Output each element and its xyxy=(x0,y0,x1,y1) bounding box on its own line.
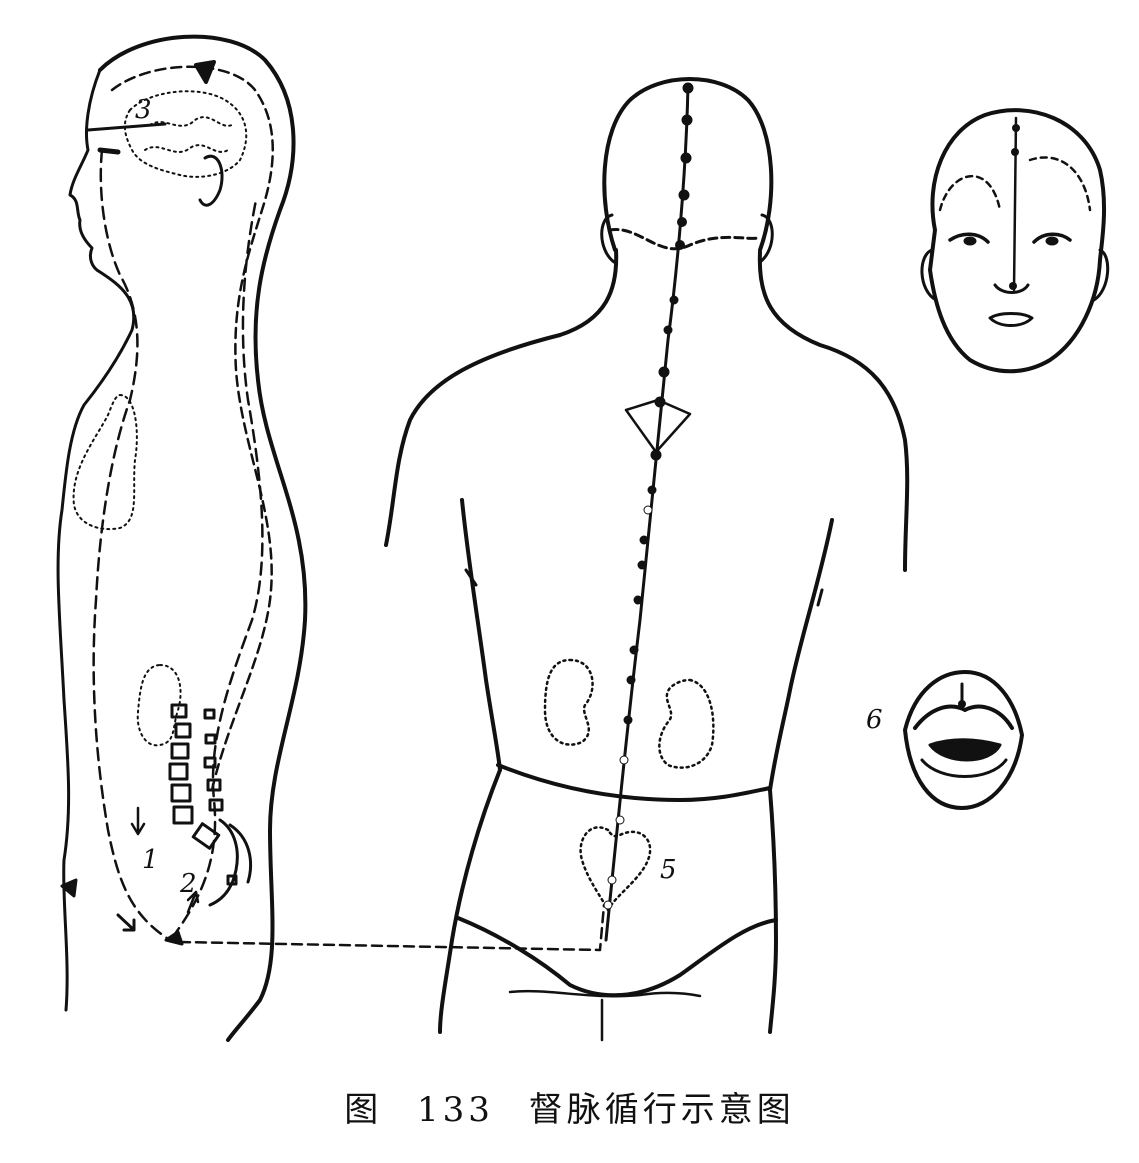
face-nose xyxy=(993,283,1030,294)
front-face xyxy=(920,108,1110,374)
governor-vessel-line xyxy=(604,83,690,942)
mouth-tongue xyxy=(928,738,1002,762)
back-left-side xyxy=(460,498,502,772)
arrow-down-icon xyxy=(130,806,146,836)
caption-title: 督脉循行示意图 xyxy=(528,1090,795,1130)
label-side-1: 1 xyxy=(142,845,159,875)
back-briefs-line xyxy=(456,916,778,998)
back-kidney-left xyxy=(543,658,594,746)
acupoint-markers xyxy=(603,82,694,910)
face-ear-right xyxy=(1092,248,1110,302)
mouth-outer-lips xyxy=(903,670,1024,810)
face-pupil-right xyxy=(1045,236,1059,246)
back-ear-right xyxy=(758,213,774,264)
side-meridian-front-path xyxy=(92,148,172,942)
label-side-2: 2 xyxy=(179,869,197,899)
face-hairline xyxy=(938,156,1092,212)
back-left-shoulder xyxy=(384,248,619,547)
label-back-5: 5 xyxy=(660,855,677,885)
mouth-acupoint xyxy=(958,700,966,708)
caption-figure-prefix: 图 xyxy=(344,1090,383,1130)
face-acupoints xyxy=(1009,124,1020,290)
mouth-upper-teeth xyxy=(913,704,1014,730)
forehead-line xyxy=(86,122,167,132)
face-eye-right xyxy=(1032,232,1072,244)
back-right-shoulder xyxy=(757,250,910,572)
caption-figure-number: 133 xyxy=(417,1090,494,1130)
heart-outline xyxy=(72,394,138,530)
label-mouth-6: 6 xyxy=(866,705,883,735)
back-waistband xyxy=(496,763,772,802)
back-head-outline xyxy=(602,77,774,252)
front-arrow-icon xyxy=(60,878,78,898)
arrow-up-icon xyxy=(186,890,200,914)
connector-dashed-line xyxy=(178,903,606,952)
side-kidney-outline xyxy=(136,664,182,747)
back-hairline xyxy=(608,228,760,251)
face-eye-left xyxy=(948,232,990,244)
brain-outline xyxy=(124,90,248,178)
back-left-hip xyxy=(438,768,502,1034)
back-kidney-right xyxy=(658,678,715,769)
spine-vertebrae xyxy=(168,703,252,907)
back-right-hip xyxy=(768,788,778,1034)
mouth-lower-teeth xyxy=(920,758,1008,778)
face-outline xyxy=(928,108,1107,374)
label-side-3: 3 xyxy=(135,95,152,125)
mouth-detail xyxy=(903,670,1024,810)
head-arrow-icon xyxy=(194,60,216,84)
face-pupil-left xyxy=(963,236,977,246)
back-left-arm-edge xyxy=(464,568,478,587)
side-inner-head-line xyxy=(110,65,274,792)
side-meridian-spine-path xyxy=(170,198,264,940)
back-right-arm-edge xyxy=(816,588,824,607)
back-right-side xyxy=(768,518,834,792)
face-ear-left xyxy=(920,248,938,302)
figure-caption: 图 133 督脉循行示意图 xyxy=(0,1082,1139,1131)
brain-fold-1 xyxy=(149,116,233,127)
bladder-outline xyxy=(579,826,652,912)
coccyx-point xyxy=(164,930,184,946)
face-mouth xyxy=(988,312,1034,327)
back-gluteal-line xyxy=(508,989,702,998)
brain-fold-2 xyxy=(144,144,229,153)
coccyx-arrow-icon xyxy=(116,913,136,932)
side-face-profile xyxy=(56,68,136,1012)
side-view-figure xyxy=(56,34,606,1042)
back-view-figure xyxy=(384,77,910,1042)
side-body-outline-back xyxy=(98,34,308,1042)
side-eye xyxy=(97,147,121,155)
back-ear-left xyxy=(600,213,616,264)
face-midline xyxy=(1012,116,1018,292)
side-ear xyxy=(198,154,224,207)
